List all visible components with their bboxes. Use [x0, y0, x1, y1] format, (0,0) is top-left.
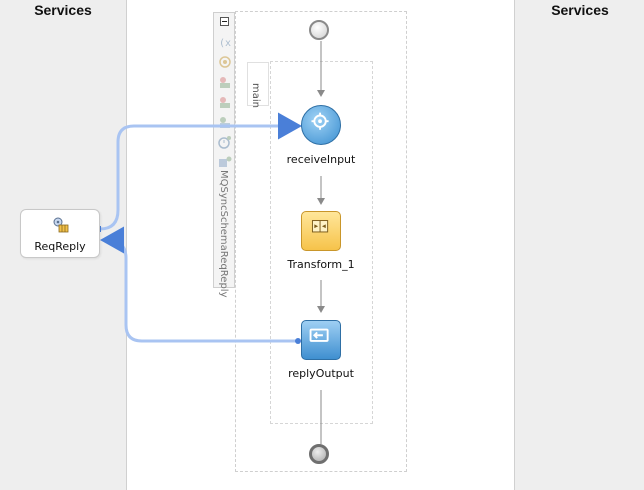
receive-label: receiveInput — [286, 153, 356, 166]
lane-title-left: Services — [34, 2, 92, 18]
receive-activity[interactable] — [301, 105, 341, 145]
service-label: ReqReply — [34, 240, 86, 253]
collapse-icon[interactable] — [220, 17, 229, 26]
reply-activity[interactable] — [301, 320, 341, 360]
partner-link-icon[interactable] — [218, 75, 232, 89]
transform-icon — [311, 220, 329, 233]
variables-icon[interactable]: (x) — [218, 35, 232, 49]
wire-from-reply[interactable] — [100, 226, 298, 343]
main-scope-label: main — [250, 83, 261, 108]
partner-link-icon[interactable] — [218, 95, 232, 109]
gear-icon — [311, 112, 329, 130]
transform-activity[interactable] — [301, 211, 341, 251]
process-scope[interactable] — [235, 11, 407, 472]
reply-icon — [309, 328, 329, 342]
correlation-icon[interactable] — [218, 55, 232, 69]
timer-icon[interactable] — [218, 135, 232, 149]
adapter-gear-icon — [53, 217, 69, 233]
wire-to-receive[interactable] — [99, 112, 302, 231]
services-lane-right: Services — [514, 0, 644, 490]
svg-text:(x): (x) — [219, 38, 232, 49]
lane-title-right: Services — [551, 2, 609, 18]
transform-label: Transform_1 — [287, 258, 355, 271]
scope-toolbar: (x) — [213, 12, 235, 288]
start-event[interactable] — [309, 20, 329, 40]
main-scope-tab: main — [247, 62, 269, 108]
scope-name-label: MQSyncSchemaReqReply — [218, 170, 229, 298]
event-icon[interactable] — [218, 155, 232, 169]
reply-label: replyOutput — [288, 367, 354, 380]
wire-anchor — [295, 338, 301, 344]
end-event[interactable] — [309, 444, 329, 464]
service-reqreply[interactable]: ReqReply — [20, 209, 100, 258]
